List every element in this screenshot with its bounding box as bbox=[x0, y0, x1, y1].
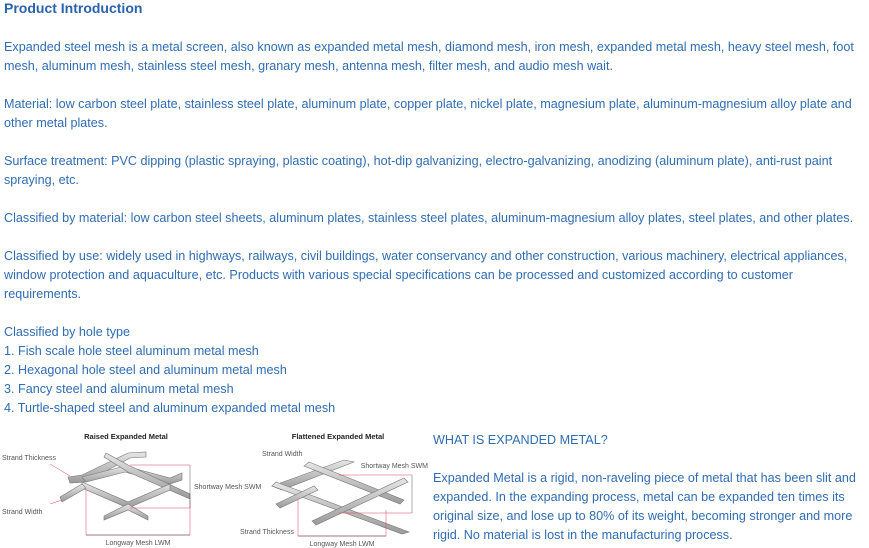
flattened-title: Flattened Expanded Metal bbox=[292, 432, 385, 441]
label-strand-thickness-flat: Strand Thickness bbox=[240, 529, 294, 536]
label-longway-flat: Longway Mesh LWM bbox=[310, 541, 375, 548]
product-introduction: Product Introduction Expanded steel mesh… bbox=[4, 0, 865, 418]
paragraph-classified-use: Classified by use: widely used in highwa… bbox=[4, 249, 848, 301]
raised-title: Raised Expanded Metal bbox=[84, 432, 168, 441]
paragraph-material: Material: low carbon steel plate, stainl… bbox=[4, 97, 852, 130]
paragraph-classified-material: Classified by material: low carbon steel… bbox=[4, 211, 854, 225]
paragraph-surface-treatment: Surface treatment: PVC dipping (plastic … bbox=[4, 154, 833, 187]
what-is-expanded-metal: WHAT IS EXPANDED METAL? Expanded Metal i… bbox=[430, 420, 869, 548]
label-longway: Longway Mesh LWM bbox=[106, 540, 171, 547]
list-item: 2. Hexagonal hole steel and aluminum met… bbox=[4, 363, 287, 377]
label-shortway: Shortway Mesh SWM bbox=[194, 484, 261, 491]
what-body: Expanded Metal is a rigid, non-raveling … bbox=[433, 471, 856, 542]
section-title: Product Introduction bbox=[4, 0, 143, 16]
label-shortway-flat: Shortway Mesh SWM bbox=[361, 463, 428, 470]
raised-mesh-shape bbox=[59, 451, 191, 521]
what-heading: WHAT IS EXPANDED METAL? bbox=[433, 433, 608, 447]
flattened-mesh-shape bbox=[271, 459, 410, 535]
list-item: 4. Turtle-shaped steel and aluminum expa… bbox=[4, 401, 336, 415]
hole-type-list: Classified by hole type 1. Fish scale ho… bbox=[4, 323, 865, 418]
label-strand-width: Strand Width bbox=[2, 509, 43, 516]
label-strand-width-flat: Strand Width bbox=[262, 451, 303, 458]
label-strand-thickness: Strand Thickness bbox=[2, 455, 56, 462]
expanded-metal-diagram: Raised Expanded Metal Flattened Expanded… bbox=[0, 420, 430, 548]
list-item: 3. Fancy steel and aluminum metal mesh bbox=[4, 382, 234, 396]
hole-type-heading: Classified by hole type bbox=[4, 325, 131, 339]
list-item: 1. Fish scale hole steel aluminum metal … bbox=[4, 344, 259, 358]
paragraph-description: Expanded steel mesh is a metal screen, a… bbox=[4, 40, 854, 73]
